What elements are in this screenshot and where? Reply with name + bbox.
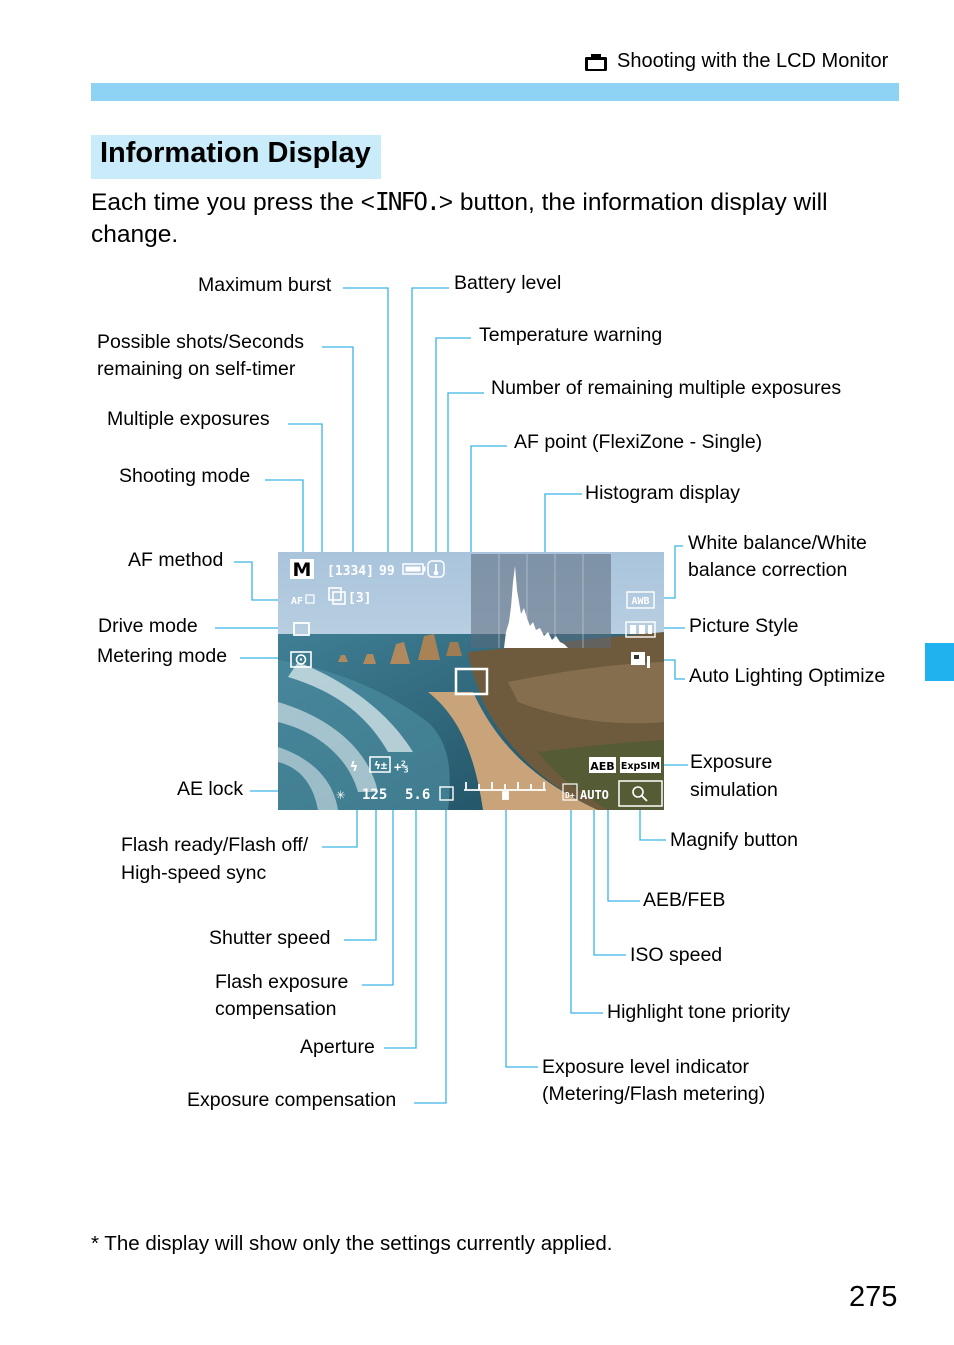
exposure-level-scale — [464, 782, 546, 800]
exposure-comp-icon — [439, 786, 454, 801]
picture-style-icon — [625, 621, 656, 638]
battery-icon — [402, 563, 426, 575]
label-maximum-burst: Maximum burst — [198, 274, 332, 296]
magnify-icon — [632, 786, 644, 798]
chapter-side-tab — [925, 643, 954, 681]
label-battery-level: Battery level — [454, 272, 562, 294]
rock-stack — [338, 655, 348, 662]
label-aperture: Aperture — [300, 1036, 375, 1058]
label-possible-shots-line-2: remaining on self-timer — [97, 358, 296, 380]
iso-speed-value: AUTO — [580, 788, 609, 802]
label-flash-comp-line-1: Flash exposure — [215, 971, 349, 993]
label-shooting-mode: Shooting mode — [119, 465, 251, 487]
label-auto-lighting-optimizer: Auto Lighting Optimize — [689, 665, 886, 687]
label-histogram-display: Histogram display — [585, 482, 740, 504]
drive-mode-icon — [293, 622, 310, 636]
shutter-speed-value: 125 — [362, 787, 387, 803]
rock-stack — [363, 654, 376, 664]
label-remaining-multiple-exposures: Number of remaining multiple exposures — [491, 377, 842, 399]
label-white-balance-line-1: White balance/White — [688, 532, 867, 554]
label-highlight-tone-priority: Highlight tone priority — [607, 1001, 791, 1023]
label-exposure-compensation: Exposure compensation — [187, 1089, 397, 1111]
aperture-value: 5.6 — [405, 787, 430, 803]
label-iso-speed: ISO speed — [630, 944, 723, 966]
temperature-warning-icon — [427, 560, 445, 578]
camera-icon — [585, 54, 607, 71]
label-flash-comp-line-2: compensation — [215, 998, 337, 1020]
label-multiple-exposures: Multiple exposures — [107, 408, 270, 430]
highlight-tone-priority-icon: D+ — [562, 783, 578, 801]
histogram-graph — [504, 566, 568, 648]
label-exposure-level-line-1: Exposure level indicator — [542, 1056, 750, 1078]
lcd-screen-illustration: M [1334] 99 AF [3] AWB ϟ — [278, 552, 664, 810]
svg-text:ϟ±: ϟ± — [374, 759, 388, 772]
footnote: * The display will show only the setting… — [91, 1232, 613, 1255]
label-exposure-level-line-2: (Metering/Flash metering) — [542, 1083, 766, 1105]
histogram-panel — [471, 554, 611, 648]
intro-text-after: > button, the information display will c… — [91, 189, 828, 248]
section-title: Information Display — [100, 137, 371, 169]
remaining-multiple-value: [3] — [348, 591, 371, 606]
label-ae-lock: AE lock — [177, 778, 244, 800]
page-number: 275 — [849, 1281, 898, 1313]
beach — [428, 692, 598, 810]
multiple-exposure-icon — [328, 587, 346, 605]
label-picture-style: Picture Style — [689, 615, 799, 637]
header-bar — [91, 83, 899, 101]
label-white-balance-line-2: balance correction — [688, 559, 848, 581]
magnify-button[interactable] — [618, 780, 663, 807]
label-metering-mode: Metering mode — [97, 645, 228, 667]
rock-stack — [418, 634, 440, 660]
af-point-frame — [454, 667, 489, 696]
flash-comp-icon: ϟ± — [369, 756, 391, 773]
af-method-icon — [305, 594, 315, 604]
af-method-value: AF — [291, 596, 303, 607]
aeb-value: AEB — [590, 760, 614, 773]
intro-paragraph: Each time you press the <INFO.> button, … — [91, 186, 891, 251]
label-flash-ready-line-1: Flash ready/Flash off/ — [121, 834, 309, 856]
info-button-name: INFO. — [374, 187, 441, 216]
exposure-simulation-badge: ExpSIM — [620, 757, 661, 773]
flash-comp-value: +⅔ — [394, 760, 408, 774]
label-shutter-speed: Shutter speed — [209, 927, 331, 949]
auto-lighting-optimizer-icon — [631, 652, 650, 668]
label-flash-ready-line-2: High-speed sync — [121, 862, 267, 884]
max-burst-value: 99 — [379, 564, 395, 579]
shooting-mode-value: M — [293, 559, 312, 581]
exposure-simulation-value: ExpSIM — [621, 761, 660, 772]
label-drive-mode: Drive mode — [98, 615, 198, 637]
ae-lock-icon: ✳ — [336, 785, 345, 803]
flash-ready-icon: ϟ — [350, 760, 358, 775]
shooting-mode-bg — [290, 559, 314, 579]
section-title-box — [91, 135, 381, 179]
aeb-badge: AEB — [589, 757, 616, 773]
header-label: Shooting with the LCD Monitor — [617, 50, 889, 72]
possible-shots-value: [1334] — [327, 564, 374, 579]
intro-text-before: Each time you press the < — [91, 189, 375, 216]
label-exposure-simulation-line-2: simulation — [690, 779, 778, 801]
label-af-method: AF method — [128, 549, 224, 571]
label-magnify-button: Magnify button — [670, 829, 798, 851]
label-af-point: AF point (FlexiZone - Single) — [514, 431, 763, 453]
label-aeb-feb: AEB/FEB — [643, 889, 726, 911]
white-balance-value: AWB — [631, 596, 649, 607]
svg-text:D+: D+ — [565, 791, 575, 800]
label-possible-shots-line-1: Possible shots/Seconds — [97, 331, 305, 353]
rock-stack — [446, 642, 462, 656]
white-balance-badge: AWB — [626, 591, 655, 609]
metering-mode-icon — [290, 651, 312, 668]
label-temperature-warning: Temperature warning — [479, 324, 663, 346]
label-exposure-simulation-line-1: Exposure — [690, 751, 773, 773]
rock-stack — [390, 642, 410, 664]
